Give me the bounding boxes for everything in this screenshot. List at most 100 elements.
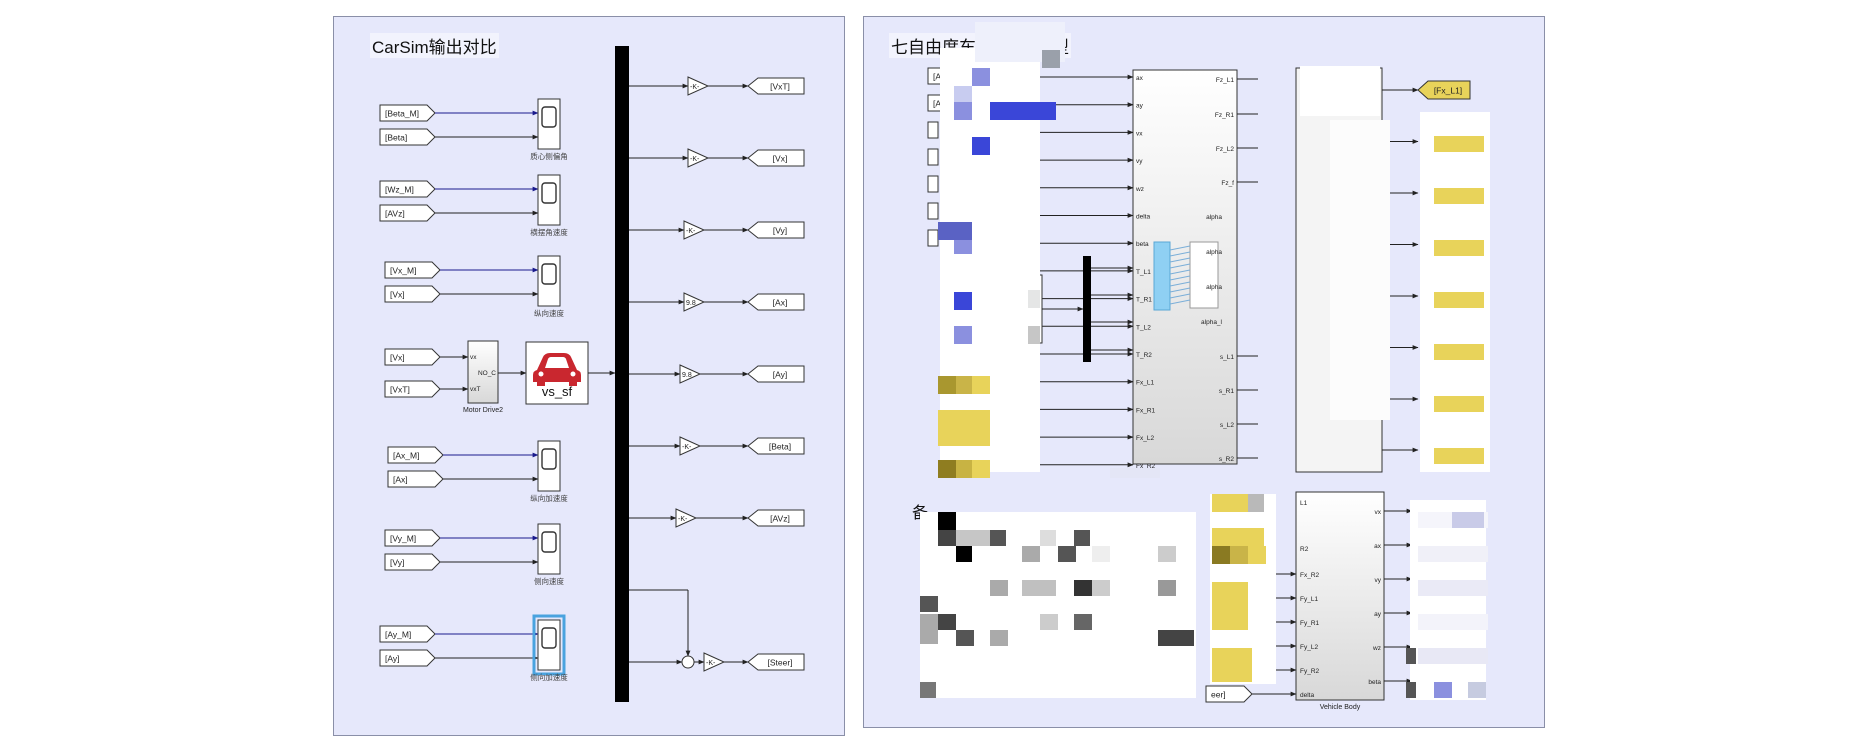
gain-block[interactable]: -K- bbox=[687, 148, 710, 168]
gain-triangle[interactable] bbox=[679, 364, 702, 384]
from-tag[interactable]: [Ax] bbox=[387, 470, 444, 488]
from-tag[interactable]: [Vy_M] bbox=[384, 529, 441, 547]
goto-tag-shape[interactable] bbox=[747, 77, 805, 95]
from-tag-shape[interactable] bbox=[384, 261, 441, 279]
goto-tag[interactable]: [Fx_L1] bbox=[1417, 80, 1471, 100]
goto-tag[interactable]: [Steer] bbox=[747, 653, 805, 671]
from-tag-shape[interactable] bbox=[384, 285, 441, 303]
scope-caption: 纵向速度 bbox=[534, 308, 564, 318]
goto-tag[interactable]: [Ax] bbox=[747, 293, 805, 311]
from-tag-label: [AVz] bbox=[385, 209, 405, 219]
tire-model-subsystem[interactable]: axayvxvywzdeltabetaT_L1T_R1T_L2T_R2Fx_L1… bbox=[1132, 69, 1238, 470]
goto-tag-shape[interactable] bbox=[747, 149, 805, 167]
obscured-tile bbox=[956, 376, 972, 394]
right-demux-bar[interactable] bbox=[1083, 256, 1091, 362]
port-label: L1 bbox=[1300, 500, 1308, 507]
gain-block[interactable]: 9.8 bbox=[683, 292, 706, 312]
from-tag-partial[interactable] bbox=[927, 121, 939, 139]
from-tag[interactable]: [Ay_M] bbox=[379, 625, 436, 643]
from-tag[interactable]: [Beta] bbox=[379, 128, 436, 146]
goto-tag-shape[interactable] bbox=[747, 653, 805, 671]
scope-block[interactable] bbox=[537, 523, 561, 575]
scope-icon bbox=[541, 448, 557, 470]
goto-tag-shape[interactable] bbox=[747, 293, 805, 311]
scope-block[interactable] bbox=[537, 440, 561, 492]
from-tag-partial[interactable] bbox=[927, 175, 939, 193]
gain-block[interactable]: 9.8 bbox=[679, 364, 702, 384]
from-tag-shape[interactable] bbox=[384, 553, 441, 571]
vehicle-body-subsystem[interactable]: L1R2Fx_R2Fy_L1Fy_R1Fy_L2Fy_R2deltavxaxvy… bbox=[1295, 491, 1385, 711]
goto-tag-shape[interactable] bbox=[747, 509, 805, 527]
obscured-tile bbox=[1468, 682, 1486, 698]
obscured-tile bbox=[1074, 614, 1092, 630]
from-tag-shape[interactable] bbox=[379, 625, 436, 643]
from-tag-shape[interactable] bbox=[384, 348, 441, 366]
from-tag-shape[interactable] bbox=[379, 128, 436, 146]
signal-line bbox=[1169, 251, 1191, 257]
signal-line bbox=[1169, 275, 1191, 281]
from-tag[interactable]: [AVz] bbox=[379, 204, 436, 222]
from-tag[interactable]: [Vy] bbox=[384, 553, 441, 571]
scope-block[interactable] bbox=[537, 255, 561, 307]
from-tag-shape[interactable] bbox=[384, 529, 441, 547]
obscured-tile bbox=[990, 630, 1008, 646]
goto-tag[interactable]: [Beta] bbox=[747, 437, 805, 455]
gain-block[interactable]: -K- bbox=[679, 436, 702, 456]
from-tag-shape[interactable] bbox=[1205, 685, 1253, 703]
gain-triangle[interactable] bbox=[703, 652, 726, 672]
subsystem-body[interactable] bbox=[1132, 69, 1238, 465]
from-tag-partial[interactable] bbox=[927, 148, 939, 166]
scope-block[interactable] bbox=[537, 619, 561, 671]
vs-sf-block[interactable]: vs_sf bbox=[525, 341, 589, 405]
port-label: ax bbox=[1136, 75, 1144, 82]
scope-block[interactable] bbox=[537, 98, 561, 150]
gain-block[interactable]: -K- bbox=[675, 508, 698, 528]
from-tag-shape[interactable] bbox=[379, 180, 436, 198]
gain-block[interactable]: -K- bbox=[683, 220, 706, 240]
gain-block[interactable]: -K- bbox=[703, 652, 726, 672]
from-tag-shape[interactable] bbox=[387, 470, 444, 488]
sum-block[interactable] bbox=[681, 655, 695, 669]
port-label: R2 bbox=[1300, 546, 1309, 553]
from-tag-shape[interactable] bbox=[379, 204, 436, 222]
from-tag-shape[interactable] bbox=[379, 649, 436, 667]
scope-block[interactable] bbox=[537, 174, 561, 226]
goto-tag-shape[interactable] bbox=[747, 221, 805, 239]
demux-bar[interactable] bbox=[615, 46, 629, 702]
gain-triangle[interactable] bbox=[687, 76, 710, 96]
from-tag-shape[interactable] bbox=[384, 380, 441, 398]
goto-tag-shape[interactable] bbox=[747, 437, 805, 455]
from-tag[interactable]: [Vx] bbox=[384, 285, 441, 303]
goto-tag-shape[interactable] bbox=[747, 365, 805, 383]
goto-tag[interactable]: [AVz] bbox=[747, 509, 805, 527]
from-tag-partial[interactable] bbox=[927, 202, 939, 220]
from-tag[interactable]: [Vx_M] bbox=[384, 261, 441, 279]
from-tag[interactable]: [Beta_M] bbox=[379, 104, 436, 122]
obscured-tile bbox=[956, 460, 972, 478]
from-tag-shape[interactable] bbox=[387, 446, 444, 464]
goto-tag[interactable]: [Vy] bbox=[747, 221, 805, 239]
from-tag[interactable]: [Wz_M] bbox=[379, 180, 436, 198]
gain-triangle[interactable] bbox=[683, 292, 706, 312]
gain-triangle[interactable] bbox=[683, 220, 706, 240]
gain-block[interactable]: -K- bbox=[687, 76, 710, 96]
from-tag[interactable]: [Ax_M] bbox=[387, 446, 444, 464]
port-label: Fz_f bbox=[1221, 180, 1234, 187]
motor-drive-body[interactable] bbox=[467, 340, 499, 404]
goto-tag[interactable]: [Ay] bbox=[747, 365, 805, 383]
vehicle-body-block[interactable] bbox=[1295, 491, 1385, 701]
from-tag[interactable]: [VxT] bbox=[384, 380, 441, 398]
from-tag-partial[interactable] bbox=[927, 229, 939, 247]
goto-tag[interactable]: [VxT] bbox=[747, 77, 805, 95]
gain-triangle[interactable] bbox=[687, 148, 710, 168]
from-tag[interactable]: [Ay] bbox=[379, 649, 436, 667]
gain-triangle[interactable] bbox=[679, 436, 702, 456]
from-tag[interactable]: [Vx] bbox=[384, 348, 441, 366]
from-tag[interactable]: eer] bbox=[1205, 685, 1253, 703]
goto-tag-shape[interactable] bbox=[1417, 80, 1471, 100]
gain-triangle[interactable] bbox=[675, 508, 698, 528]
goto-tag[interactable]: [Vx] bbox=[747, 149, 805, 167]
from-tag-shape[interactable] bbox=[379, 104, 436, 122]
